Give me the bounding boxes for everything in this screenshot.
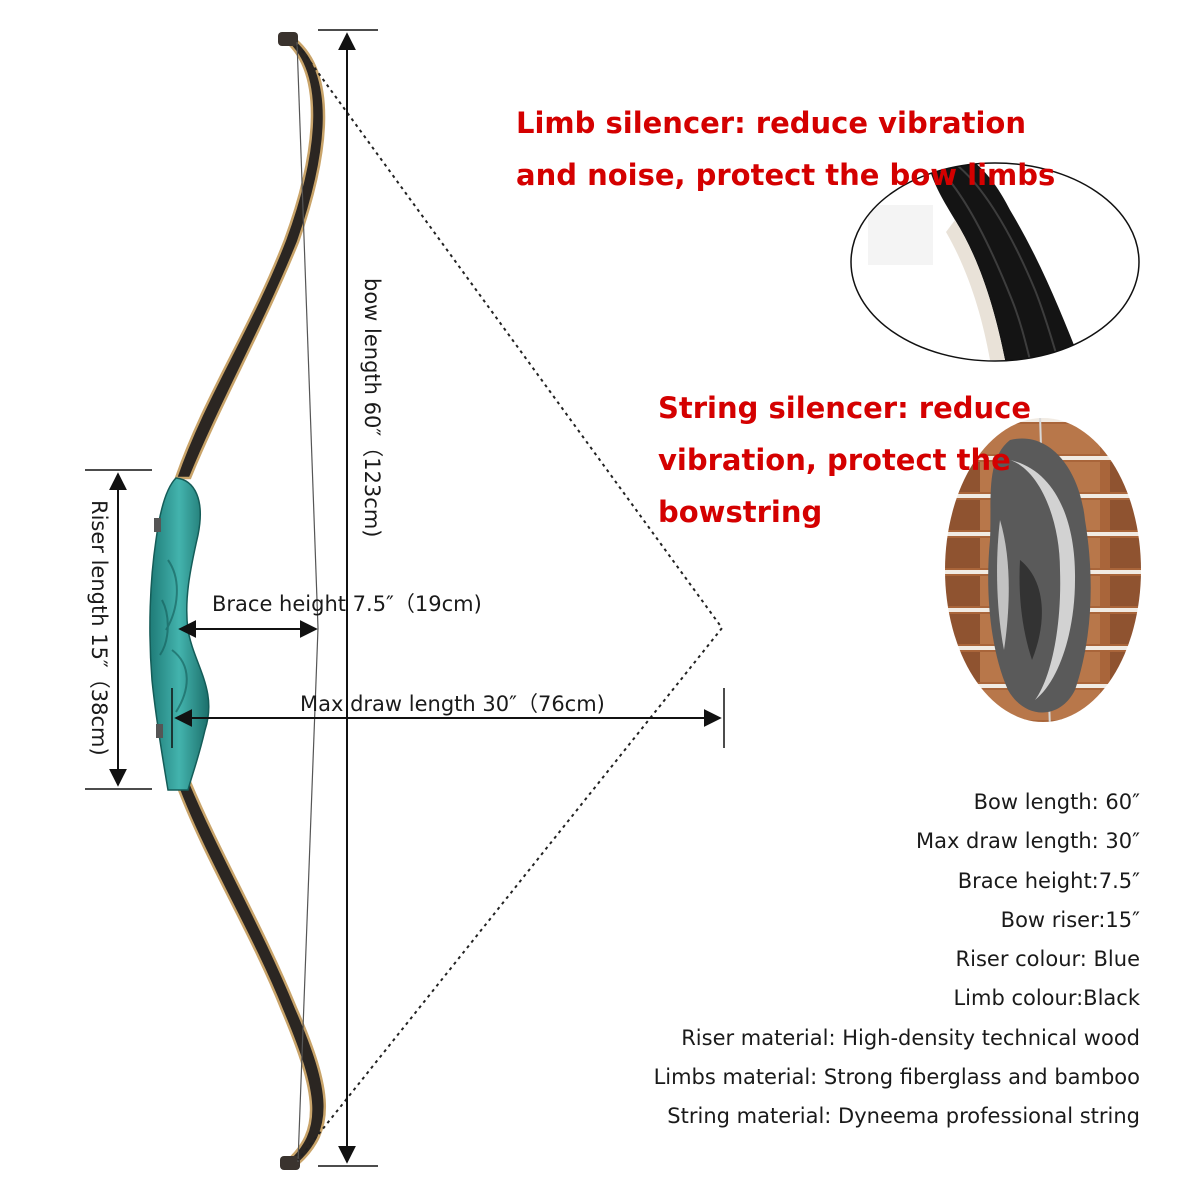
string-silencer-detail xyxy=(945,418,1141,722)
upper-limb xyxy=(174,36,326,480)
spec-limb-colour: Limb colour:Black xyxy=(953,986,1140,1011)
fur-highlight xyxy=(997,520,1009,650)
riser-grain xyxy=(159,559,188,713)
spec-limbs-material: Limbs material: Strong fiberglass and ba… xyxy=(653,1065,1140,1090)
brace-height-label: Brace height 7.5″（19cm) xyxy=(212,592,482,616)
spec-riser-colour: Riser colour: Blue xyxy=(955,947,1140,972)
drawn-string-outline xyxy=(297,44,724,1161)
riser-bushing xyxy=(156,724,163,738)
limb-silencer-groove xyxy=(949,163,1059,361)
limb-silencer-detail xyxy=(850,162,1140,362)
max-draw-length-label: Max draw length 30″（76cm) xyxy=(300,692,605,716)
upper-limb-tip xyxy=(278,32,298,46)
spec-max-draw-length: Max draw length: 30″ xyxy=(915,829,1140,854)
bowstring xyxy=(296,41,319,629)
fur-highlight xyxy=(1010,460,1076,700)
spec-bow-length: Bow length: 60″ xyxy=(973,790,1140,814)
fur-shadow xyxy=(1019,560,1042,660)
lower-limb-tip xyxy=(280,1156,300,1170)
limb-silencer-groove xyxy=(939,169,1031,361)
spec-bow-riser: Bow riser:15″ xyxy=(1000,907,1140,932)
spec-riser-material: Riser material: High-density technical w… xyxy=(681,1025,1140,1050)
riser-length-dimension: Riser length 15″（38cm) xyxy=(85,469,152,790)
string-silencer-callout: String silencer: reduce vibration, prote… xyxy=(658,391,1032,529)
lower-limb xyxy=(174,780,326,1166)
spec-list: Bow length: 60″ Max draw length: 30″ Bra… xyxy=(580,783,1140,1137)
spec-string-material: String material: Dyneema professional st… xyxy=(667,1104,1140,1129)
riser-length-label: Riser length 15″（38cm) xyxy=(87,500,111,756)
bow-length-dimension: bow length 60″（123cm) xyxy=(318,29,384,1167)
riser-bushing xyxy=(154,518,161,532)
spec-brace-height: Brace height:7.5″ xyxy=(957,868,1140,893)
bow-length-label: bow length 60″（123cm) xyxy=(360,278,384,538)
brace-height-dimension: Brace height 7.5″（19cm) xyxy=(178,592,482,638)
max-draw-length-dimension: Max draw length 30″（76cm) xyxy=(171,688,725,748)
limb-edge xyxy=(946,220,1005,360)
limb-silencer-callout: Limb silencer: reduce vibration and nois… xyxy=(516,106,1056,192)
limb-detail-highlight xyxy=(868,205,933,265)
